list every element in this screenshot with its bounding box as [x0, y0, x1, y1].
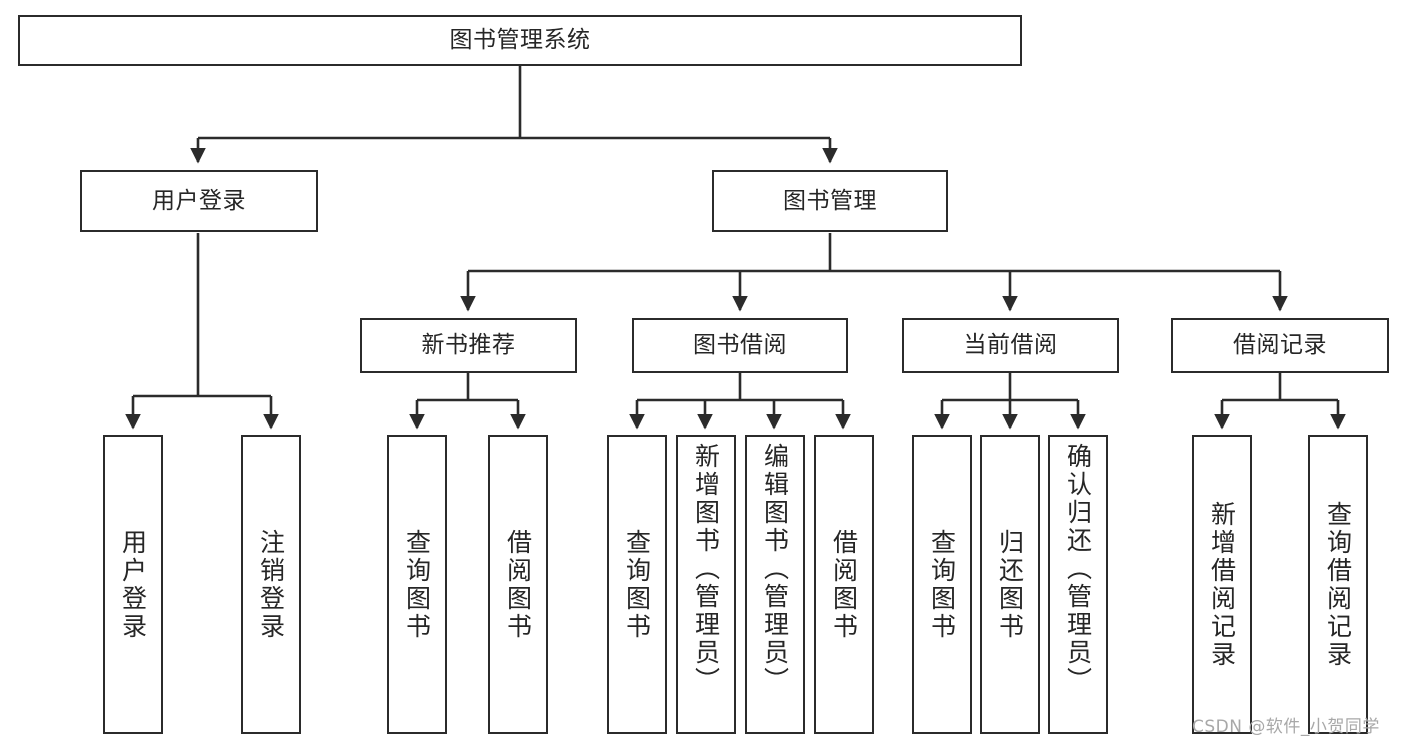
node-root-system-label: 图书管理系统 — [449, 27, 591, 54]
node-borrow-record-label: 借阅记录 — [1233, 332, 1327, 359]
node-book-manage[interactable]: 图书管理 — [712, 170, 948, 232]
leaf-book-borrow-edit-label: 编辑图书（管理员） — [760, 443, 790, 695]
leaf-current-borrow-return[interactable]: 归还图书 — [980, 435, 1040, 734]
leaf-current-borrow-confirm-label: 确认归还（管理员） — [1063, 443, 1093, 695]
leaf-user-login-login[interactable]: 用户登录 — [103, 435, 163, 734]
leaf-borrow-record-add-label: 新增借阅记录 — [1207, 500, 1237, 669]
leaf-current-borrow-confirm[interactable]: 确认归还（管理员） — [1048, 435, 1108, 734]
node-book-manage-label: 图书管理 — [783, 187, 877, 214]
node-current-borrow-label: 当前借阅 — [963, 332, 1058, 359]
leaf-user-login-login-label: 用户登录 — [118, 528, 148, 641]
leaf-book-borrow-query-label: 查询图书 — [622, 528, 652, 641]
leaf-book-borrow-add[interactable]: 新增图书（管理员） — [676, 435, 736, 734]
leaf-book-borrow-edit[interactable]: 编辑图书（管理员） — [745, 435, 805, 734]
node-root-system[interactable]: 图书管理系统 — [18, 15, 1022, 66]
leaf-borrow-record-query-label: 查询借阅记录 — [1323, 500, 1353, 669]
node-book-borrow[interactable]: 图书借阅 — [632, 318, 848, 373]
leaf-current-borrow-query-label: 查询图书 — [927, 528, 957, 641]
leaf-book-borrow-add-label: 新增图书（管理员） — [691, 443, 721, 695]
node-new-book-recommend-label: 新书推荐 — [421, 332, 516, 359]
csdn-watermark: CSDN @软件_小贺同学 — [1192, 717, 1380, 737]
node-user-login-label: 用户登录 — [152, 187, 246, 214]
node-borrow-record[interactable]: 借阅记录 — [1171, 318, 1389, 373]
leaf-current-borrow-query[interactable]: 查询图书 — [912, 435, 972, 734]
leaf-book-borrow-borrow-label: 借阅图书 — [829, 528, 859, 641]
leaf-user-login-logout[interactable]: 注销登录 — [241, 435, 301, 734]
leaf-book-borrow-query[interactable]: 查询图书 — [607, 435, 667, 734]
leaf-new-book-query-label: 查询图书 — [402, 528, 432, 641]
leaf-new-book-query[interactable]: 查询图书 — [387, 435, 447, 734]
leaf-borrow-record-add[interactable]: 新增借阅记录 — [1192, 435, 1252, 734]
node-current-borrow[interactable]: 当前借阅 — [902, 318, 1119, 373]
leaf-new-book-borrow[interactable]: 借阅图书 — [488, 435, 548, 734]
leaf-current-borrow-return-label: 归还图书 — [995, 528, 1025, 641]
leaf-book-borrow-borrow[interactable]: 借阅图书 — [814, 435, 874, 734]
leaf-borrow-record-query[interactable]: 查询借阅记录 — [1308, 435, 1368, 734]
node-user-login[interactable]: 用户登录 — [80, 170, 318, 232]
node-book-borrow-label: 图书借阅 — [693, 332, 787, 359]
node-new-book-recommend[interactable]: 新书推荐 — [360, 318, 577, 373]
leaf-new-book-borrow-label: 借阅图书 — [503, 528, 533, 641]
leaf-user-login-logout-label: 注销登录 — [256, 528, 286, 641]
